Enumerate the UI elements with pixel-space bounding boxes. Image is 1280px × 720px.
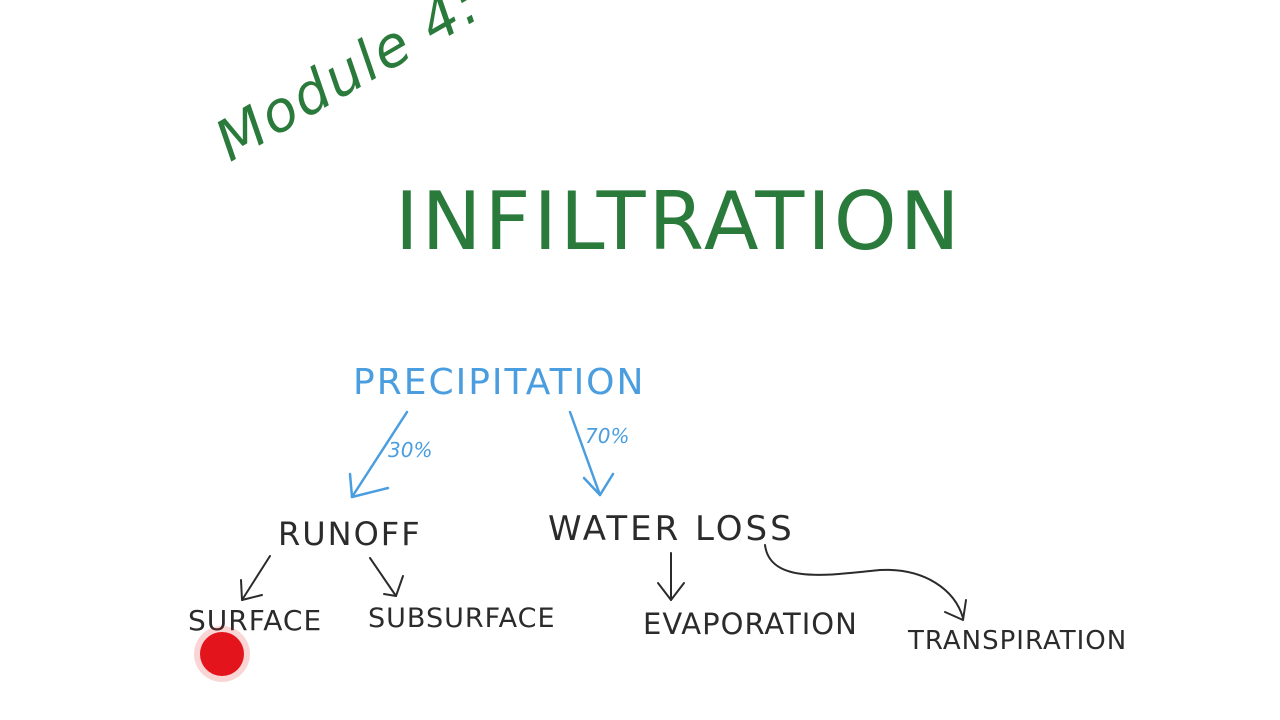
arrowhead-evaporation: [657, 582, 685, 601]
module-title: Module 4:: [204, 0, 492, 175]
node-runoff: RUNOFF: [278, 515, 422, 553]
node-transpiration: TRANSPIRATION: [908, 626, 1128, 656]
label-runoff-percent: 30%: [388, 438, 433, 462]
topic-title: INFILTRATION: [395, 175, 963, 268]
arrow-runoff-to-surface: [241, 555, 271, 601]
arrowhead-transpiration: [944, 599, 967, 621]
arrowhead-waterloss: [582, 472, 615, 497]
node-water-loss: WATER LOSS: [548, 509, 795, 549]
pointer-dot-icon: [200, 632, 244, 676]
node-surface: SURFACE: [188, 604, 323, 637]
label-waterloss-percent: 70%: [585, 424, 630, 448]
arrow-runoff-to-subsurface: [369, 557, 397, 597]
arrowhead-surface: [240, 579, 263, 601]
arrowhead-runoff: [348, 472, 390, 499]
arrowhead-subsurface: [383, 575, 404, 597]
node-evaporation: EVAPORATION: [643, 607, 858, 641]
node-subsurface: SUBSURFACE: [368, 603, 556, 634]
node-precipitation: PRECIPITATION: [353, 362, 646, 403]
